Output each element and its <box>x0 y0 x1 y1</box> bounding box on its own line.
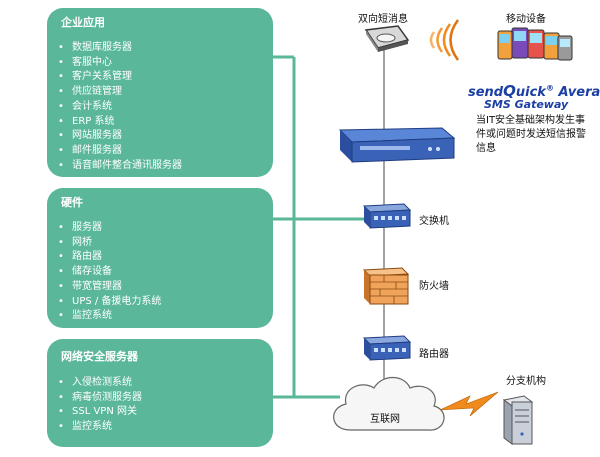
branch-server-icon <box>502 395 534 445</box>
list-item: 会计系统 <box>58 100 182 115</box>
description-line: 件或问题时发送短信报警 <box>476 129 586 140</box>
firewall-label: 防火墙 <box>419 281 449 292</box>
list-item: 服务器 <box>58 221 161 236</box>
sms-modem-icon <box>364 25 410 52</box>
signal-waves-icon <box>429 19 460 61</box>
internet-label: 互联网 <box>370 414 400 425</box>
security-servers-list: 入侵检测系统 病毒侦测服务器 SSL VPN 网关 监控系统 <box>58 376 142 435</box>
gateway-server-icon <box>338 127 456 163</box>
list-item: ERP 系统 <box>58 115 182 130</box>
enterprise-apps-panel: 企业应用 数据库服务器 客服中心 客户关系管理 供应链管理 会计系统 ERP 系… <box>47 8 273 177</box>
list-item: 监控系统 <box>58 309 161 324</box>
list-item: 供应链管理 <box>58 85 182 100</box>
description-line: 信息 <box>476 143 496 154</box>
brand-reg: ® <box>545 83 554 93</box>
list-item: UPS / 备援电力系统 <box>58 295 161 310</box>
hardware-list: 服务器 网桥 路由器 储存设备 带宽管理器 UPS / 备援电力系统 监控系统 <box>58 221 161 324</box>
hardware-panel: 硬件 服务器 网桥 路由器 储存设备 带宽管理器 UPS / 备援电力系统 监控… <box>47 188 273 328</box>
list-item: 病毒侦测服务器 <box>58 391 142 406</box>
list-item: 入侵检测系统 <box>58 376 142 391</box>
hardware-title: 硬件 <box>61 196 83 209</box>
list-item: 带宽管理器 <box>58 280 161 295</box>
list-item: 路由器 <box>58 250 161 265</box>
list-item: 储存设备 <box>58 265 161 280</box>
brand-q: Q <box>503 82 516 100</box>
mobile-devices-label: 移动设备 <box>506 14 546 25</box>
list-item: 邮件服务器 <box>58 144 182 159</box>
security-servers-title: 网络安全服务器 <box>61 350 138 363</box>
list-item: 网桥 <box>58 236 161 251</box>
list-item: 客服中心 <box>58 56 182 71</box>
list-item: 客户关系管理 <box>58 70 182 85</box>
sms-label: 双向短消息 <box>358 14 408 25</box>
switch-label: 交换机 <box>419 216 449 227</box>
brand-title: sendQuick® Avera <box>468 82 600 100</box>
description-line: 当IT安全基础架构发生事 <box>476 115 586 126</box>
switch-icon <box>362 203 412 229</box>
security-servers-panel: 网络安全服务器 入侵检测系统 病毒侦测服务器 SSL VPN 网关 监控系统 <box>47 339 273 447</box>
connector-lines <box>273 55 364 399</box>
enterprise-apps-title: 企业应用 <box>61 16 105 29</box>
list-item: SSL VPN 网关 <box>58 405 142 420</box>
brand-avera: Avera <box>553 85 600 100</box>
branch-label: 分支机构 <box>506 376 546 387</box>
gateway-description: 当IT安全基础架构发生事 件或问题时发送短信报警 信息 <box>476 114 586 156</box>
list-item: 数据库服务器 <box>58 41 182 56</box>
lightning-link-icon <box>439 391 499 417</box>
brand-uick: uick <box>515 85 546 100</box>
router-icon <box>362 335 412 361</box>
firewall-icon <box>362 267 410 305</box>
list-item: 网站服务器 <box>58 129 182 144</box>
brand-send: send <box>468 85 504 100</box>
list-item: 监控系统 <box>58 420 142 435</box>
mobile-devices-icon <box>497 27 573 61</box>
list-item: 语音邮件整合通讯服务器 <box>58 159 182 174</box>
router-label: 路由器 <box>419 349 449 360</box>
enterprise-apps-list: 数据库服务器 客服中心 客户关系管理 供应链管理 会计系统 ERP 系统 网站服… <box>58 41 182 173</box>
brand-subtitle: SMS Gateway <box>484 98 569 111</box>
